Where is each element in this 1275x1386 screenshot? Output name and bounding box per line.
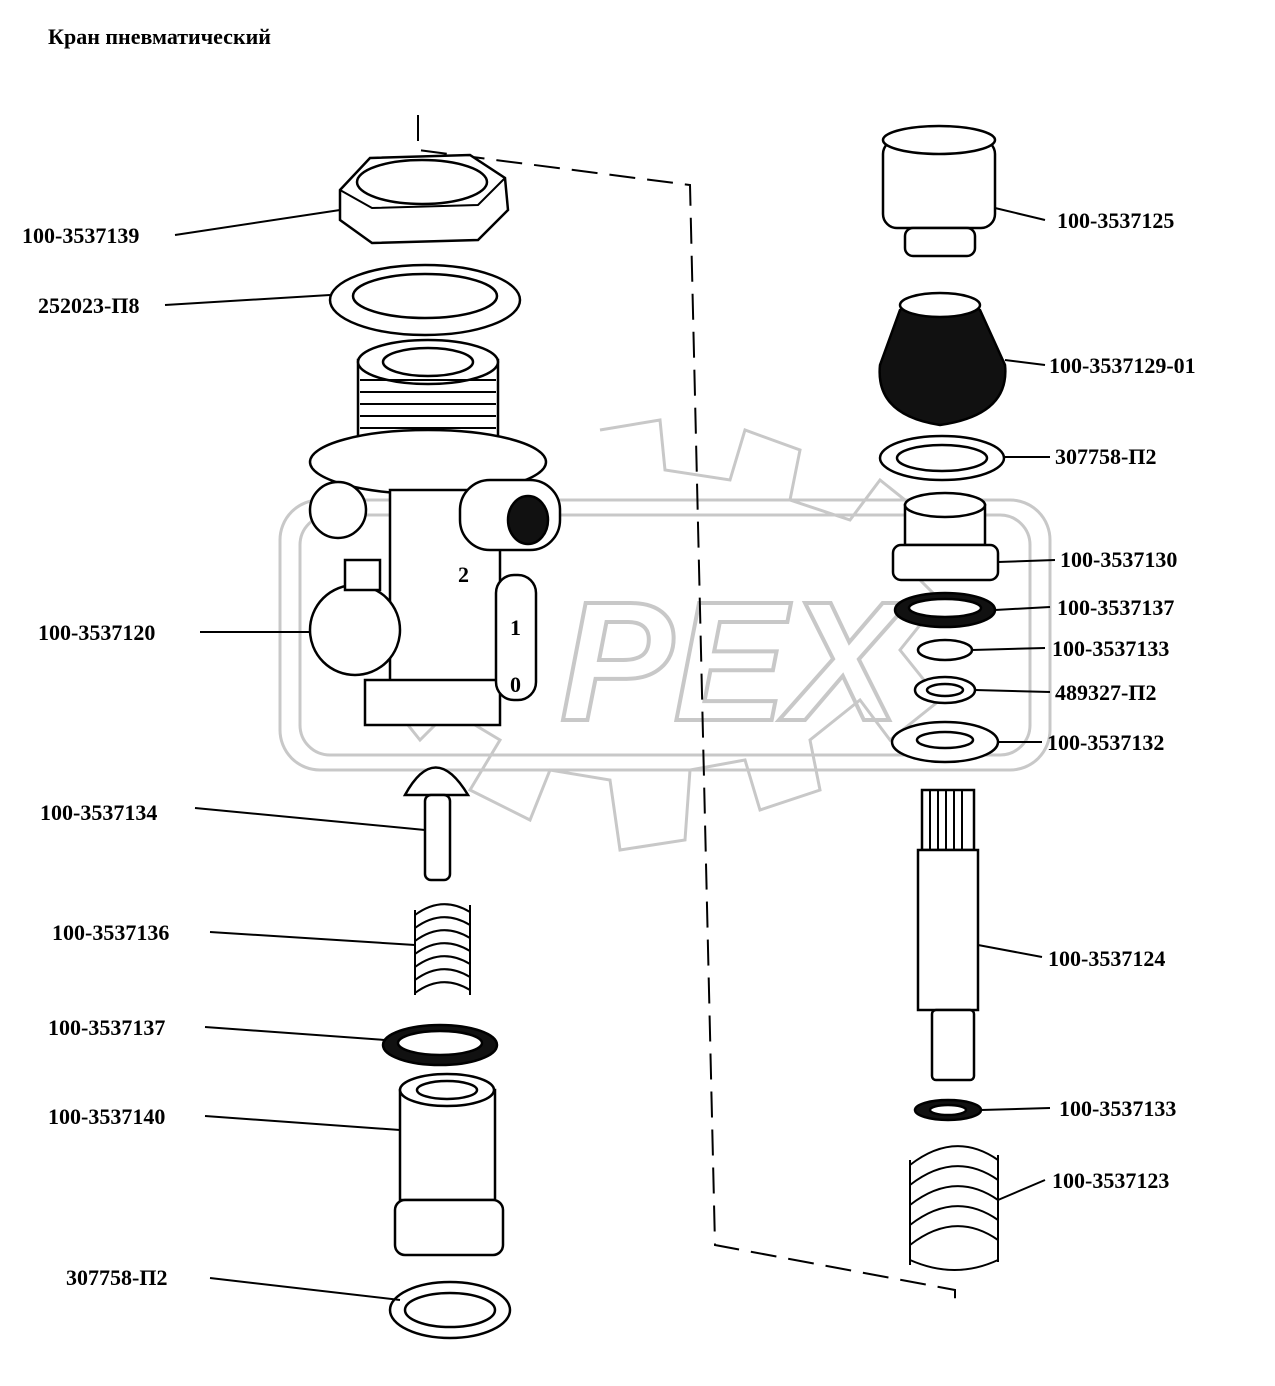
label-100-3537132: 100-3537132 [1047,730,1164,755]
assembly-axis-dashed [417,115,956,1305]
hex-nut [338,153,510,245]
label-100-3537134: 100-3537134 [40,800,157,825]
piston [891,491,1000,582]
label-100-3537137-left: 100-3537137 [48,1015,165,1040]
rubber-boot [878,291,1007,427]
plunger-pin [402,766,471,882]
flat-washer [890,720,1000,764]
cap-knob [881,124,997,258]
label-489327-p2: 489327-П2 [1055,680,1156,705]
washer-ring [328,263,522,337]
watermark-text: PEX [560,567,909,757]
leader-lines [164,207,1056,1301]
label-100-3537136: 100-3537136 [52,920,169,945]
label-100-3537120: 100-3537120 [38,620,155,645]
label-100-3537129-01: 100-3537129-01 [1049,353,1196,378]
label-100-3537133-upper: 100-3537133 [1052,636,1169,661]
diagram-title: Кран пневматический [48,24,271,49]
port-mark-2: 2 [458,562,469,587]
label-100-3537124: 100-3537124 [1048,946,1165,971]
large-spring [909,1145,999,1271]
label-100-3537139: 100-3537139 [22,223,139,248]
lock-ring [913,675,977,705]
port-markings: 2 1 0 [458,562,521,697]
label-100-3537123: 100-3537123 [1052,1168,1169,1193]
guide-sleeve [393,1072,505,1257]
port-mark-1: 1 [510,615,521,640]
label-100-3537133-lower: 100-3537133 [1059,1096,1176,1121]
valve-body [308,338,562,727]
retaining-ring-right [878,434,1006,482]
label-100-3537140: 100-3537140 [48,1104,165,1129]
stem-shaft [916,788,980,1082]
retaining-ring-left [388,1280,512,1340]
watermark-logo: PEX [278,418,1052,852]
label-307758-p2-left: 307758-П2 [66,1265,167,1290]
label-100-3537125: 100-3537125 [1057,208,1174,233]
port-mark-0: 0 [510,672,521,697]
small-washer-upper [916,638,974,662]
small-spring [414,903,471,995]
label-252023-p8: 252023-П8 [38,293,139,318]
label-100-3537130: 100-3537130 [1060,547,1177,572]
label-100-3537137-right: 100-3537137 [1057,595,1174,620]
label-307758-p2-right: 307758-П2 [1055,444,1156,469]
